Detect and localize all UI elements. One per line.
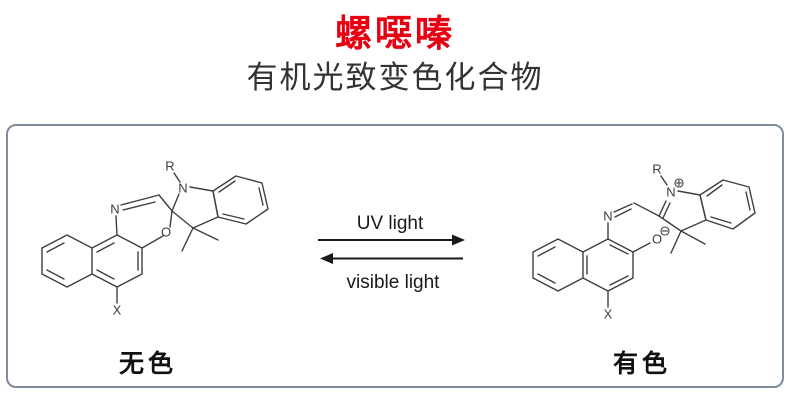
benzene-outline [212, 175, 269, 225]
colored-state-label: 有色 [612, 350, 671, 378]
indolenium-nitrogen-label: N [666, 185, 675, 200]
oxazine-oxygen-label: O [161, 225, 171, 240]
r-group-label: R [165, 159, 174, 174]
open-x-substituent: X [604, 290, 613, 322]
indoline-nitrogen-label: N [178, 181, 187, 196]
phenolate-oxygen-label: O [652, 232, 662, 247]
naphthalene-outline [532, 238, 634, 292]
naphthalene-double-bonds [537, 244, 629, 286]
open-chain-bridge: N [603, 202, 660, 240]
page-subtitle: 有机光致变色化合物 [246, 60, 544, 95]
reverse-reaction-label: visible light [347, 272, 441, 293]
forward-reaction-label: UV light [357, 213, 424, 234]
oxazine-bonds [115, 194, 173, 249]
r-group-label: R [652, 162, 661, 177]
page-title: 螺噁嗪 [335, 13, 455, 54]
closed-x-substituent: X [113, 286, 122, 318]
spirooxazine-closed-structure: N O N R X [41, 159, 269, 318]
open-phenolate-oxygen: O [632, 226, 670, 253]
closed-naphthalene-rings [41, 234, 143, 288]
open-indolenium-benzene [699, 179, 756, 230]
reverse-arrow [320, 253, 463, 264]
gem-dimethyl-bonds [181, 227, 219, 252]
forward-arrowhead [452, 234, 465, 246]
closed-oxazine-ring: N O [110, 194, 173, 249]
negative-charge-icon [660, 226, 670, 236]
oxygen-bond [632, 242, 651, 253]
equilibrium-arrows: UV light visible light [318, 213, 465, 293]
reaction-panel [6, 124, 784, 388]
forward-arrow [318, 234, 465, 246]
closed-indoline-ring: N R [165, 159, 219, 252]
x-group-label: X [113, 303, 122, 318]
gem-dimethyl-bonds [670, 230, 706, 254]
naphthalene-double-bonds [46, 242, 139, 280]
open-naphthalene-rings [532, 238, 634, 292]
reverse-arrowhead [320, 253, 333, 264]
closed-indoline-benzene [212, 175, 269, 225]
x-group-label: X [604, 307, 613, 322]
spirooxazine-open-structure: N O N R X [532, 162, 756, 322]
benzene-double-bonds [218, 180, 264, 220]
colorless-state-label: 无色 [118, 350, 177, 378]
imine-bridge-bonds [607, 202, 660, 240]
positive-charge-icon [674, 178, 684, 188]
benzene-double-bonds [706, 184, 751, 224]
imine-nitrogen-label: N [603, 209, 612, 224]
naphthalene-outline [41, 234, 143, 288]
oxazine-nitrogen-label: N [110, 202, 119, 217]
benzene-outline [699, 179, 756, 230]
